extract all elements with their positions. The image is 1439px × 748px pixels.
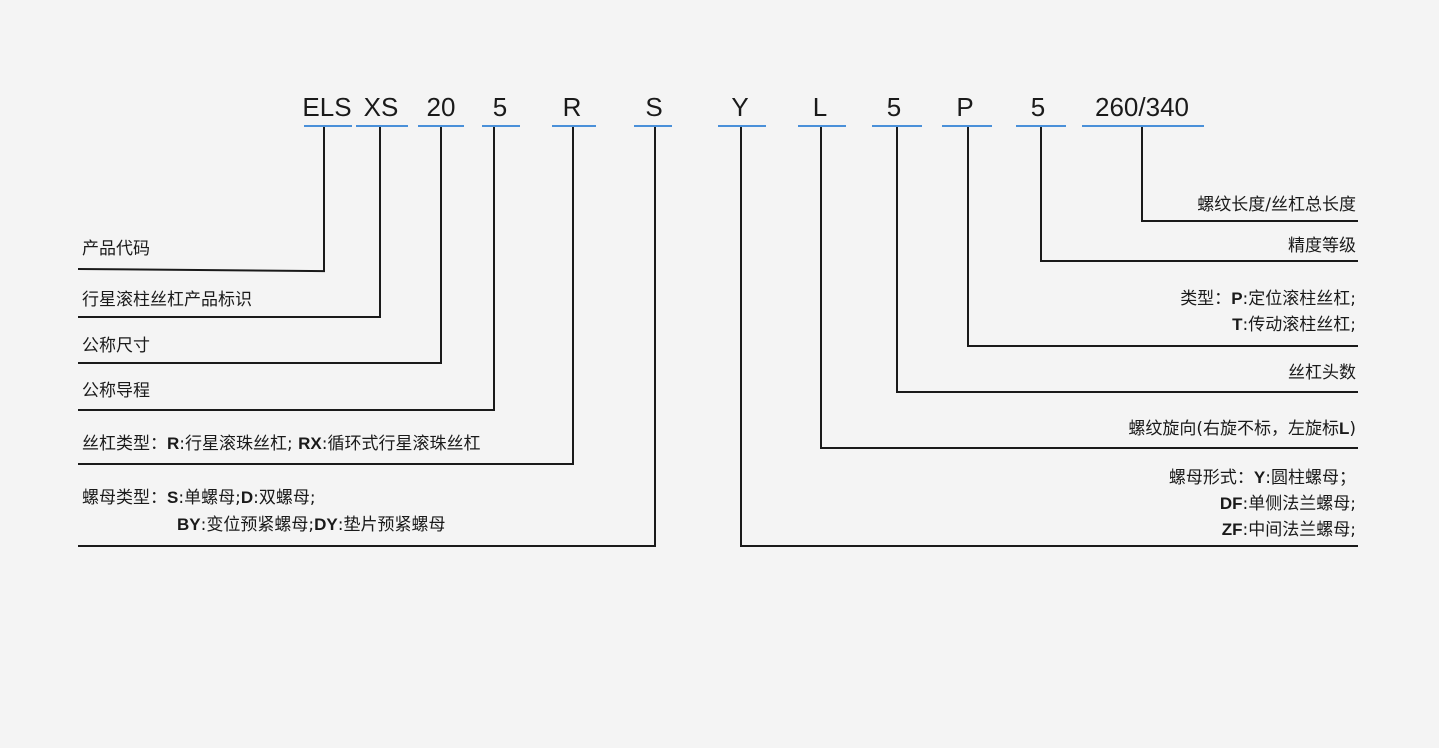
code-xs-underline	[356, 125, 408, 127]
connector-screw-type-horizontal	[78, 463, 574, 465]
code-starts: 5	[886, 92, 902, 122]
label-accuracy: 精度等级	[1288, 236, 1356, 256]
label-type-prefix: 类型：	[1180, 289, 1232, 309]
connector-els-vertical	[323, 127, 325, 272]
code-starts-underline	[872, 125, 922, 127]
code-els: ELS	[302, 92, 352, 122]
code-length-underline	[1082, 125, 1204, 127]
connector-thread-dir-horizontal	[820, 447, 1358, 449]
connector-type-horizontal	[967, 345, 1358, 347]
label-nut-form-prefix: 螺母形式：	[1168, 468, 1254, 488]
label-nut-zf: ZF	[1221, 520, 1243, 539]
label-type-line1: 类型：P:定位滚柱丝杠;	[1180, 288, 1356, 310]
code-nut-form: Y	[731, 92, 749, 122]
code-type-underline	[942, 125, 992, 127]
label-screw-type-r: R	[167, 434, 180, 453]
code-length: 260/340	[1095, 92, 1189, 122]
code-thread-dir-underline	[798, 125, 846, 127]
label-nut-y-text: :圆柱螺母；	[1265, 468, 1356, 488]
label-length: 螺纹长度/丝杠总长度	[1197, 195, 1356, 215]
code-thread-dir: L	[812, 92, 828, 122]
label-nut-df-text: :单侧法兰螺母;	[1242, 494, 1356, 514]
connector-screw-type-vertical	[572, 127, 574, 465]
label-nut-dy: DY	[314, 515, 338, 534]
code-type: P	[956, 92, 974, 122]
code-xs: XS	[363, 92, 399, 122]
label-nominal-size: 公称尺寸	[82, 336, 150, 356]
label-nut-type-line1: 螺母类型：S:单螺母;D:双螺母;	[82, 487, 316, 509]
label-nut-form-line1: 螺母形式：Y:圆柱螺母；	[1169, 467, 1356, 489]
code-screw-type: R	[562, 92, 582, 122]
code-accuracy-underline	[1016, 125, 1066, 127]
label-type-p: P	[1231, 289, 1243, 308]
label-nut-by-text: :变位预紧螺母;	[200, 515, 315, 535]
label-nut-d: D	[240, 488, 254, 507]
label-type-line2: T:传动滚柱丝杠;	[1232, 314, 1356, 336]
label-nut-type-line2: BY:变位预紧螺母;DY:垫片预紧螺母	[177, 514, 445, 536]
label-thread-dir-text: 螺纹旋向(右旋不标，左旋标	[1128, 419, 1339, 439]
label-nut-form-line2: DF:单侧法兰螺母;	[1220, 493, 1356, 515]
connector-xs-horizontal	[78, 316, 381, 318]
connector-type-vertical	[967, 127, 969, 347]
label-nut-form-line3: ZF:中间法兰螺母;	[1222, 519, 1356, 541]
label-screw-type-r-text: :行星滚珠丝杠;	[179, 434, 293, 454]
connector-xs-vertical	[379, 127, 381, 318]
connector-nut-type-horizontal	[78, 545, 656, 547]
connector-starts-horizontal	[896, 391, 1358, 393]
label-screw-type-prefix: 丝杠类型：	[82, 434, 167, 454]
connector-length-vertical	[1141, 127, 1143, 222]
connector-lead-horizontal	[78, 409, 495, 411]
connector-accuracy-horizontal	[1040, 260, 1358, 262]
code-els-underline	[304, 125, 352, 127]
code-lead: 5	[492, 92, 508, 122]
label-series: 行星滚柱丝杠产品标识	[82, 290, 252, 310]
label-nut-y: Y	[1253, 468, 1266, 487]
label-screw-type-rx-text: :循环式行星滚珠丝杠	[321, 434, 481, 454]
connector-lead-vertical	[493, 127, 495, 411]
label-thread-dir-close: )	[1349, 419, 1356, 439]
code-nut-form-underline	[718, 125, 766, 127]
code-screw-type-underline	[552, 125, 596, 127]
label-nut-zf-text: :中间法兰螺母;	[1242, 520, 1356, 540]
connector-thread-dir-vertical	[820, 127, 822, 449]
connector-els-horizontal	[77, 268, 325, 273]
label-screw-type-rx: RX	[298, 434, 322, 453]
label-nut-s-text: :单螺母;	[178, 488, 241, 508]
label-type-p-text: :定位滚柱丝杠;	[1242, 289, 1356, 309]
connector-size-vertical	[440, 127, 442, 364]
code-accuracy: 5	[1030, 92, 1046, 122]
label-nominal-lead: 公称导程	[82, 381, 150, 401]
label-nut-d-text: :双螺母;	[253, 488, 316, 508]
connector-starts-vertical	[896, 127, 898, 393]
label-screw-type: 丝杠类型：R:行星滚珠丝杠; RX:循环式行星滚珠丝杠	[82, 433, 481, 455]
connector-size-horizontal	[78, 362, 442, 364]
label-nut-dy-text: :垫片预紧螺母	[337, 515, 446, 535]
connector-length-horizontal	[1141, 220, 1358, 222]
label-starts: 丝杠头数	[1288, 363, 1356, 383]
connector-nut-type-vertical	[654, 127, 656, 547]
connector-accuracy-vertical	[1040, 127, 1042, 262]
label-type-t: T	[1232, 315, 1243, 334]
code-nut-type: S	[645, 92, 663, 122]
code-nut-type-underline	[634, 125, 672, 127]
label-product-code: 产品代码	[82, 239, 150, 259]
label-thread-dir: 螺纹旋向(右旋不标，左旋标L)	[1128, 418, 1356, 440]
connector-nut-form-vertical	[740, 127, 742, 547]
code-lead-underline	[482, 125, 520, 127]
label-thread-dir-l: L	[1338, 419, 1350, 438]
code-size: 20	[426, 92, 456, 122]
code-size-underline	[418, 125, 464, 127]
label-nut-s: S	[167, 488, 179, 507]
connector-nut-form-horizontal	[740, 545, 1358, 547]
label-nut-df: DF	[1219, 494, 1243, 513]
label-nut-by: BY	[177, 515, 201, 534]
label-type-t-text: :传动滚柱丝杠;	[1242, 315, 1356, 335]
label-nut-type-prefix: 螺母类型：	[82, 488, 167, 508]
